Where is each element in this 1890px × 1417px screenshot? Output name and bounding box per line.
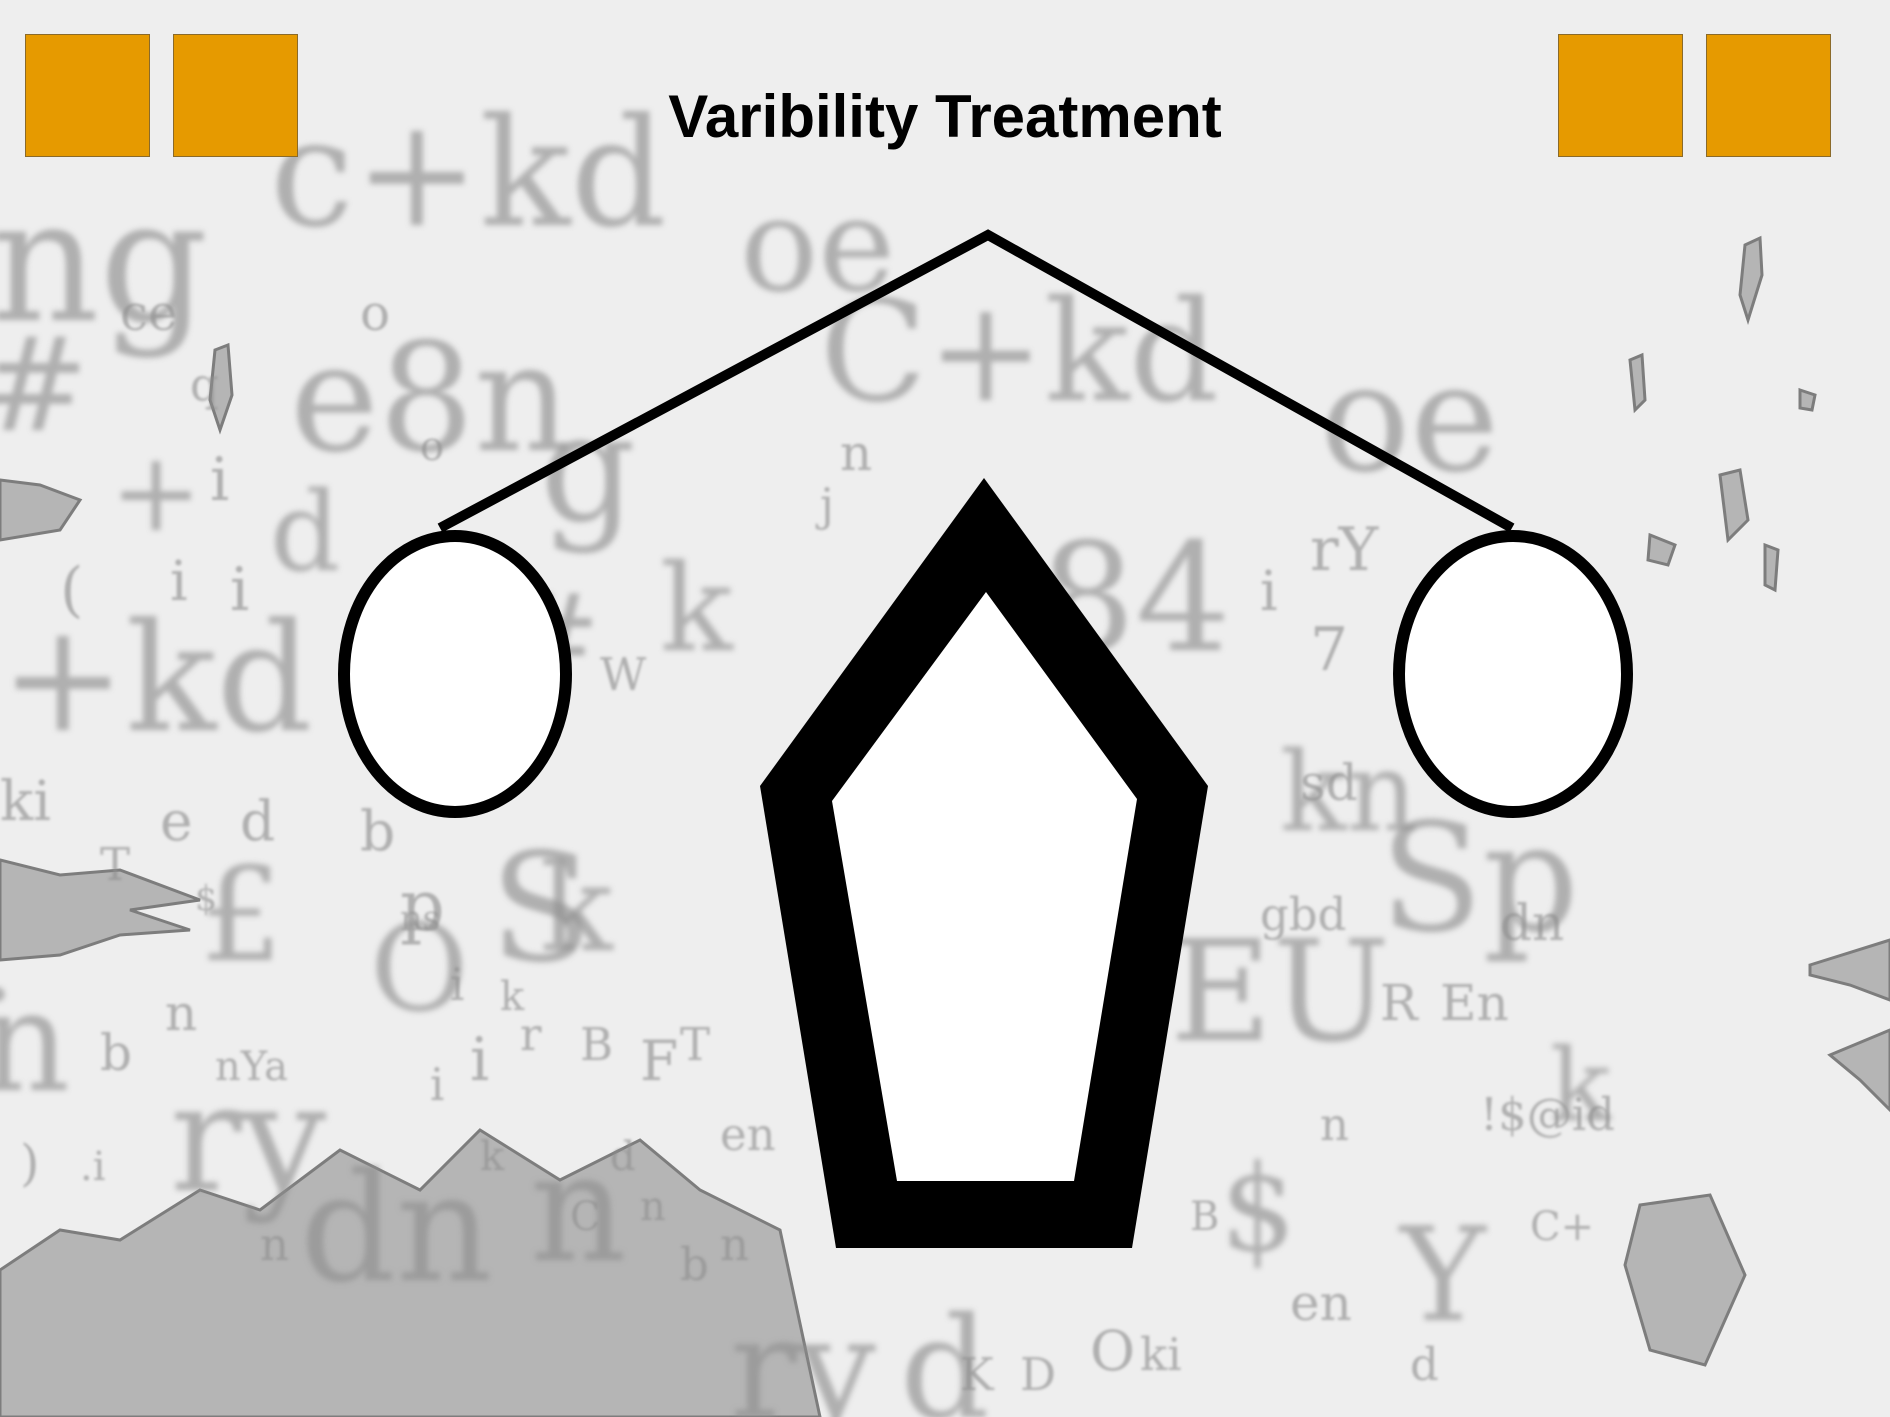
svg-text:k: k bbox=[500, 974, 525, 1020]
svg-text:b: b bbox=[100, 1024, 132, 1082]
svg-text:!$@id: !$@id bbox=[1480, 1088, 1615, 1141]
svg-text:T: T bbox=[680, 1018, 710, 1071]
svg-text:k: k bbox=[660, 540, 734, 679]
svg-text:e: e bbox=[160, 789, 193, 853]
svg-text:p: p bbox=[400, 865, 445, 947]
svg-text:d: d bbox=[270, 468, 340, 596]
svg-text:i: i bbox=[450, 958, 464, 1011]
svg-text:n: n bbox=[840, 424, 872, 482]
corner-square-right-2 bbox=[1706, 34, 1831, 157]
svg-text:n: n bbox=[0, 961, 70, 1124]
svg-text:#: # bbox=[0, 309, 89, 461]
svg-text:b: b bbox=[360, 799, 395, 863]
svg-text:nYa: nYa bbox=[215, 1044, 288, 1090]
svg-text:ki: ki bbox=[0, 769, 51, 833]
svg-text:ns: ns bbox=[400, 899, 441, 939]
svg-text:i: i bbox=[1260, 559, 1278, 623]
right-pan bbox=[1393, 530, 1633, 818]
svg-text:C+kd: C+kd bbox=[820, 271, 1219, 434]
slide-title: Varibility Treatment bbox=[668, 83, 1222, 150]
svg-text:ce: ce bbox=[120, 284, 178, 342]
svg-text:W: W bbox=[600, 648, 647, 701]
svg-text:r: r bbox=[520, 1008, 542, 1061]
svg-text:i: i bbox=[230, 555, 249, 625]
svg-text:i: i bbox=[170, 549, 188, 613]
svg-text:i: i bbox=[430, 1058, 444, 1111]
svg-text:S: S bbox=[490, 822, 593, 996]
corner-square-left-2 bbox=[173, 34, 298, 157]
svg-text:K: K bbox=[960, 1348, 995, 1401]
svg-text:.: . bbox=[0, 898, 15, 1026]
svg-text:i: i bbox=[470, 1025, 489, 1095]
svg-text:C: C bbox=[570, 1194, 601, 1240]
svg-text:+: + bbox=[110, 428, 202, 556]
svg-text:$: $ bbox=[1220, 1140, 1296, 1279]
svg-text:d: d bbox=[900, 1288, 990, 1417]
svg-text:dn: dn bbox=[300, 1142, 493, 1316]
svg-text:d: d bbox=[610, 1134, 636, 1180]
corner-square-right-1 bbox=[1558, 34, 1683, 157]
svg-text:oe: oe bbox=[1320, 332, 1499, 506]
svg-text:(: ( bbox=[60, 555, 83, 625]
svg-text:F: F bbox=[640, 1029, 678, 1093]
svg-text:k: k bbox=[1550, 1027, 1612, 1144]
svg-text:d: d bbox=[240, 789, 275, 853]
svg-text:q: q bbox=[190, 358, 219, 411]
left-pan bbox=[338, 530, 572, 818]
svg-text:n: n bbox=[165, 984, 197, 1042]
svg-text:ki: ki bbox=[1140, 1328, 1182, 1381]
svg-text:EU: EU bbox=[1170, 911, 1390, 1074]
svg-text:o: o bbox=[420, 424, 444, 470]
svg-text:Sp: Sp bbox=[1380, 792, 1579, 966]
svg-text:rY: rY bbox=[1310, 515, 1380, 585]
svg-text:ry: ry bbox=[170, 1052, 327, 1226]
fulcrum-pentagon bbox=[760, 478, 1208, 1248]
svg-text:B: B bbox=[1190, 1194, 1219, 1240]
svg-text:en: en bbox=[1290, 1274, 1352, 1332]
svg-text:7: 7 bbox=[1310, 615, 1348, 685]
svg-text:en: en bbox=[720, 1108, 776, 1161]
corner-square-left-1 bbox=[25, 34, 150, 157]
svg-text:+kd: +kd bbox=[0, 592, 313, 766]
svg-text:ry: ry bbox=[730, 1288, 876, 1417]
svg-text:gbd: gbd bbox=[1260, 888, 1346, 941]
svg-text:$: $ bbox=[195, 879, 217, 919]
svg-text:n: n bbox=[530, 1122, 627, 1296]
svg-text:C+: C+ bbox=[1530, 1204, 1594, 1250]
svg-text:.i: .i bbox=[80, 1144, 106, 1190]
svg-text:o: o bbox=[360, 284, 390, 342]
svg-text:O: O bbox=[1090, 1319, 1135, 1383]
svg-text:i: i bbox=[210, 445, 229, 515]
svg-text:En: En bbox=[1440, 974, 1509, 1032]
svg-text:d: d bbox=[1410, 1338, 1439, 1391]
svg-text:k: k bbox=[540, 840, 614, 979]
svg-text:n: n bbox=[260, 1218, 289, 1271]
svg-text:n: n bbox=[720, 1218, 749, 1271]
svg-text:B: B bbox=[580, 1018, 613, 1071]
svg-text:e8n: e8n bbox=[290, 312, 571, 486]
svg-text:b: b bbox=[680, 1238, 709, 1291]
svg-text:£: £ bbox=[200, 839, 283, 991]
svg-text:kn: kn bbox=[1280, 728, 1418, 856]
small-letters: ce q o o n j i i ( i rY i 7 ki e d b p T… bbox=[0, 284, 1615, 1401]
svg-text:sd: sd bbox=[1300, 754, 1358, 812]
svg-text:ng: ng bbox=[0, 163, 208, 361]
svg-text:n: n bbox=[1320, 1098, 1349, 1151]
grey-shards bbox=[0, 235, 1890, 1417]
svg-text:k: k bbox=[480, 1134, 505, 1180]
svg-text:c+kd: c+kd bbox=[270, 87, 667, 261]
svg-text:O: O bbox=[370, 900, 468, 1039]
svg-text:Y: Y bbox=[1398, 1199, 1487, 1351]
svg-text:T: T bbox=[100, 838, 130, 891]
svg-text:R: R bbox=[1380, 974, 1419, 1032]
svg-text:D: D bbox=[1020, 1348, 1056, 1401]
svg-text:): ) bbox=[20, 1134, 40, 1192]
pivot-beam bbox=[437, 229, 1515, 533]
svg-text:j: j bbox=[815, 478, 834, 531]
blurred-letters: ng c+kd oe e8n g C+kd oe # + d +kd # k 8… bbox=[0, 87, 1612, 1417]
svg-text:n: n bbox=[640, 1184, 666, 1230]
svg-text:dn: dn bbox=[1500, 894, 1564, 952]
